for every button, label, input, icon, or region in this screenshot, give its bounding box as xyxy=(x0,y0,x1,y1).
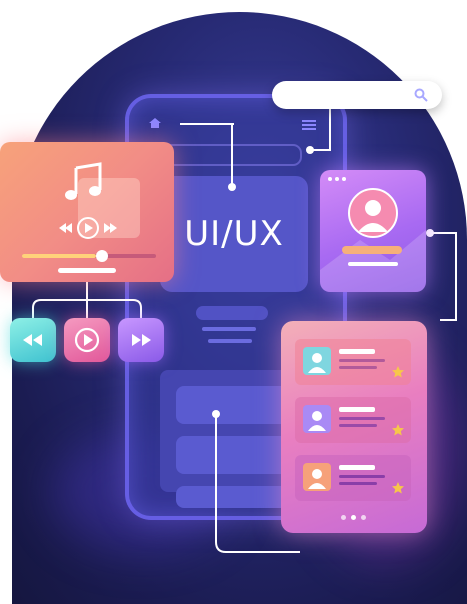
user-icon xyxy=(308,469,326,489)
user-icon xyxy=(308,353,326,373)
text-placeholder xyxy=(58,268,116,273)
star-icon[interactable] xyxy=(391,481,405,495)
avatar xyxy=(303,463,331,491)
rewind-icon xyxy=(23,334,42,346)
content-row xyxy=(176,386,296,424)
progress-knob[interactable] xyxy=(96,250,108,262)
text-placeholder xyxy=(342,246,402,254)
list-card xyxy=(281,321,427,533)
text-placeholder xyxy=(348,262,398,266)
list-item[interactable] xyxy=(295,339,411,385)
fast-forward-icon xyxy=(132,334,151,346)
ui-ux-title: UI/UX xyxy=(160,176,308,292)
fast-forward-button[interactable] xyxy=(118,318,164,362)
avatar xyxy=(303,405,331,433)
user-icon xyxy=(308,411,326,431)
menu-icon xyxy=(302,120,316,130)
text-placeholder xyxy=(196,306,268,320)
music-note-icon xyxy=(65,162,102,200)
content-row xyxy=(176,436,296,474)
mountain-shape xyxy=(320,230,426,292)
pager-dot[interactable] xyxy=(361,515,366,520)
content-row xyxy=(176,486,296,508)
avatar xyxy=(303,347,331,375)
star-icon[interactable] xyxy=(391,423,405,437)
player-controls xyxy=(59,217,117,239)
search-icon[interactable] xyxy=(414,88,428,102)
text-placeholder xyxy=(208,339,252,343)
text-placeholder xyxy=(202,327,256,331)
progress-fill xyxy=(22,254,96,258)
pager-dot[interactable] xyxy=(341,515,346,520)
list-item[interactable] xyxy=(295,455,411,501)
play-button[interactable] xyxy=(64,318,110,362)
pager-dot[interactable] xyxy=(351,515,356,520)
profile-card xyxy=(320,170,426,292)
rewind-button[interactable] xyxy=(10,318,56,362)
music-player-card xyxy=(0,142,174,282)
list-item[interactable] xyxy=(295,397,411,443)
user-icon xyxy=(348,188,398,238)
star-icon[interactable] xyxy=(391,365,405,379)
home-icon xyxy=(149,118,161,128)
search-bar[interactable] xyxy=(272,81,442,109)
play-icon xyxy=(74,327,100,353)
